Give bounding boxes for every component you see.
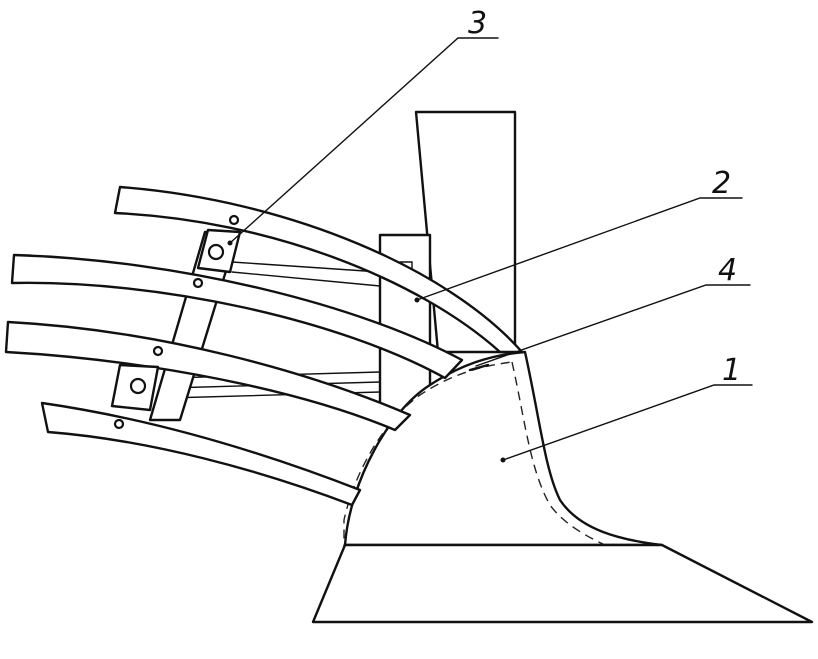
- leader-4: [475, 284, 751, 367]
- callout-2: 2: [712, 166, 731, 201]
- clamp-upper-hole: [207, 243, 225, 261]
- ploughshare: [311, 543, 814, 624]
- rod-2: [10, 253, 464, 380]
- mouldboard-hidden-contour: [343, 361, 679, 571]
- rivet-hole: [113, 418, 125, 430]
- leader-2: [416, 197, 743, 301]
- brace-upper-1: [231, 261, 381, 273]
- brace-upper-2: [231, 271, 381, 287]
- leader-dot: [500, 457, 506, 463]
- rod-3: [4, 320, 412, 432]
- rod-4: [40, 401, 362, 507]
- leader-1: [502, 384, 753, 461]
- leader-3: [229, 37, 499, 244]
- leader-dot: [227, 240, 233, 246]
- rivet-hole: [152, 345, 164, 357]
- callout-4: 4: [718, 253, 737, 288]
- callout-1: 1: [722, 353, 741, 388]
- rod-1: [113, 185, 524, 354]
- rivet-hole: [228, 214, 240, 226]
- rivet-hole: [192, 277, 204, 289]
- insert-4: [468, 363, 490, 372]
- leader-dot: [414, 297, 420, 303]
- clamp-lower-hole: [129, 377, 147, 395]
- callout-3: 3: [468, 6, 487, 41]
